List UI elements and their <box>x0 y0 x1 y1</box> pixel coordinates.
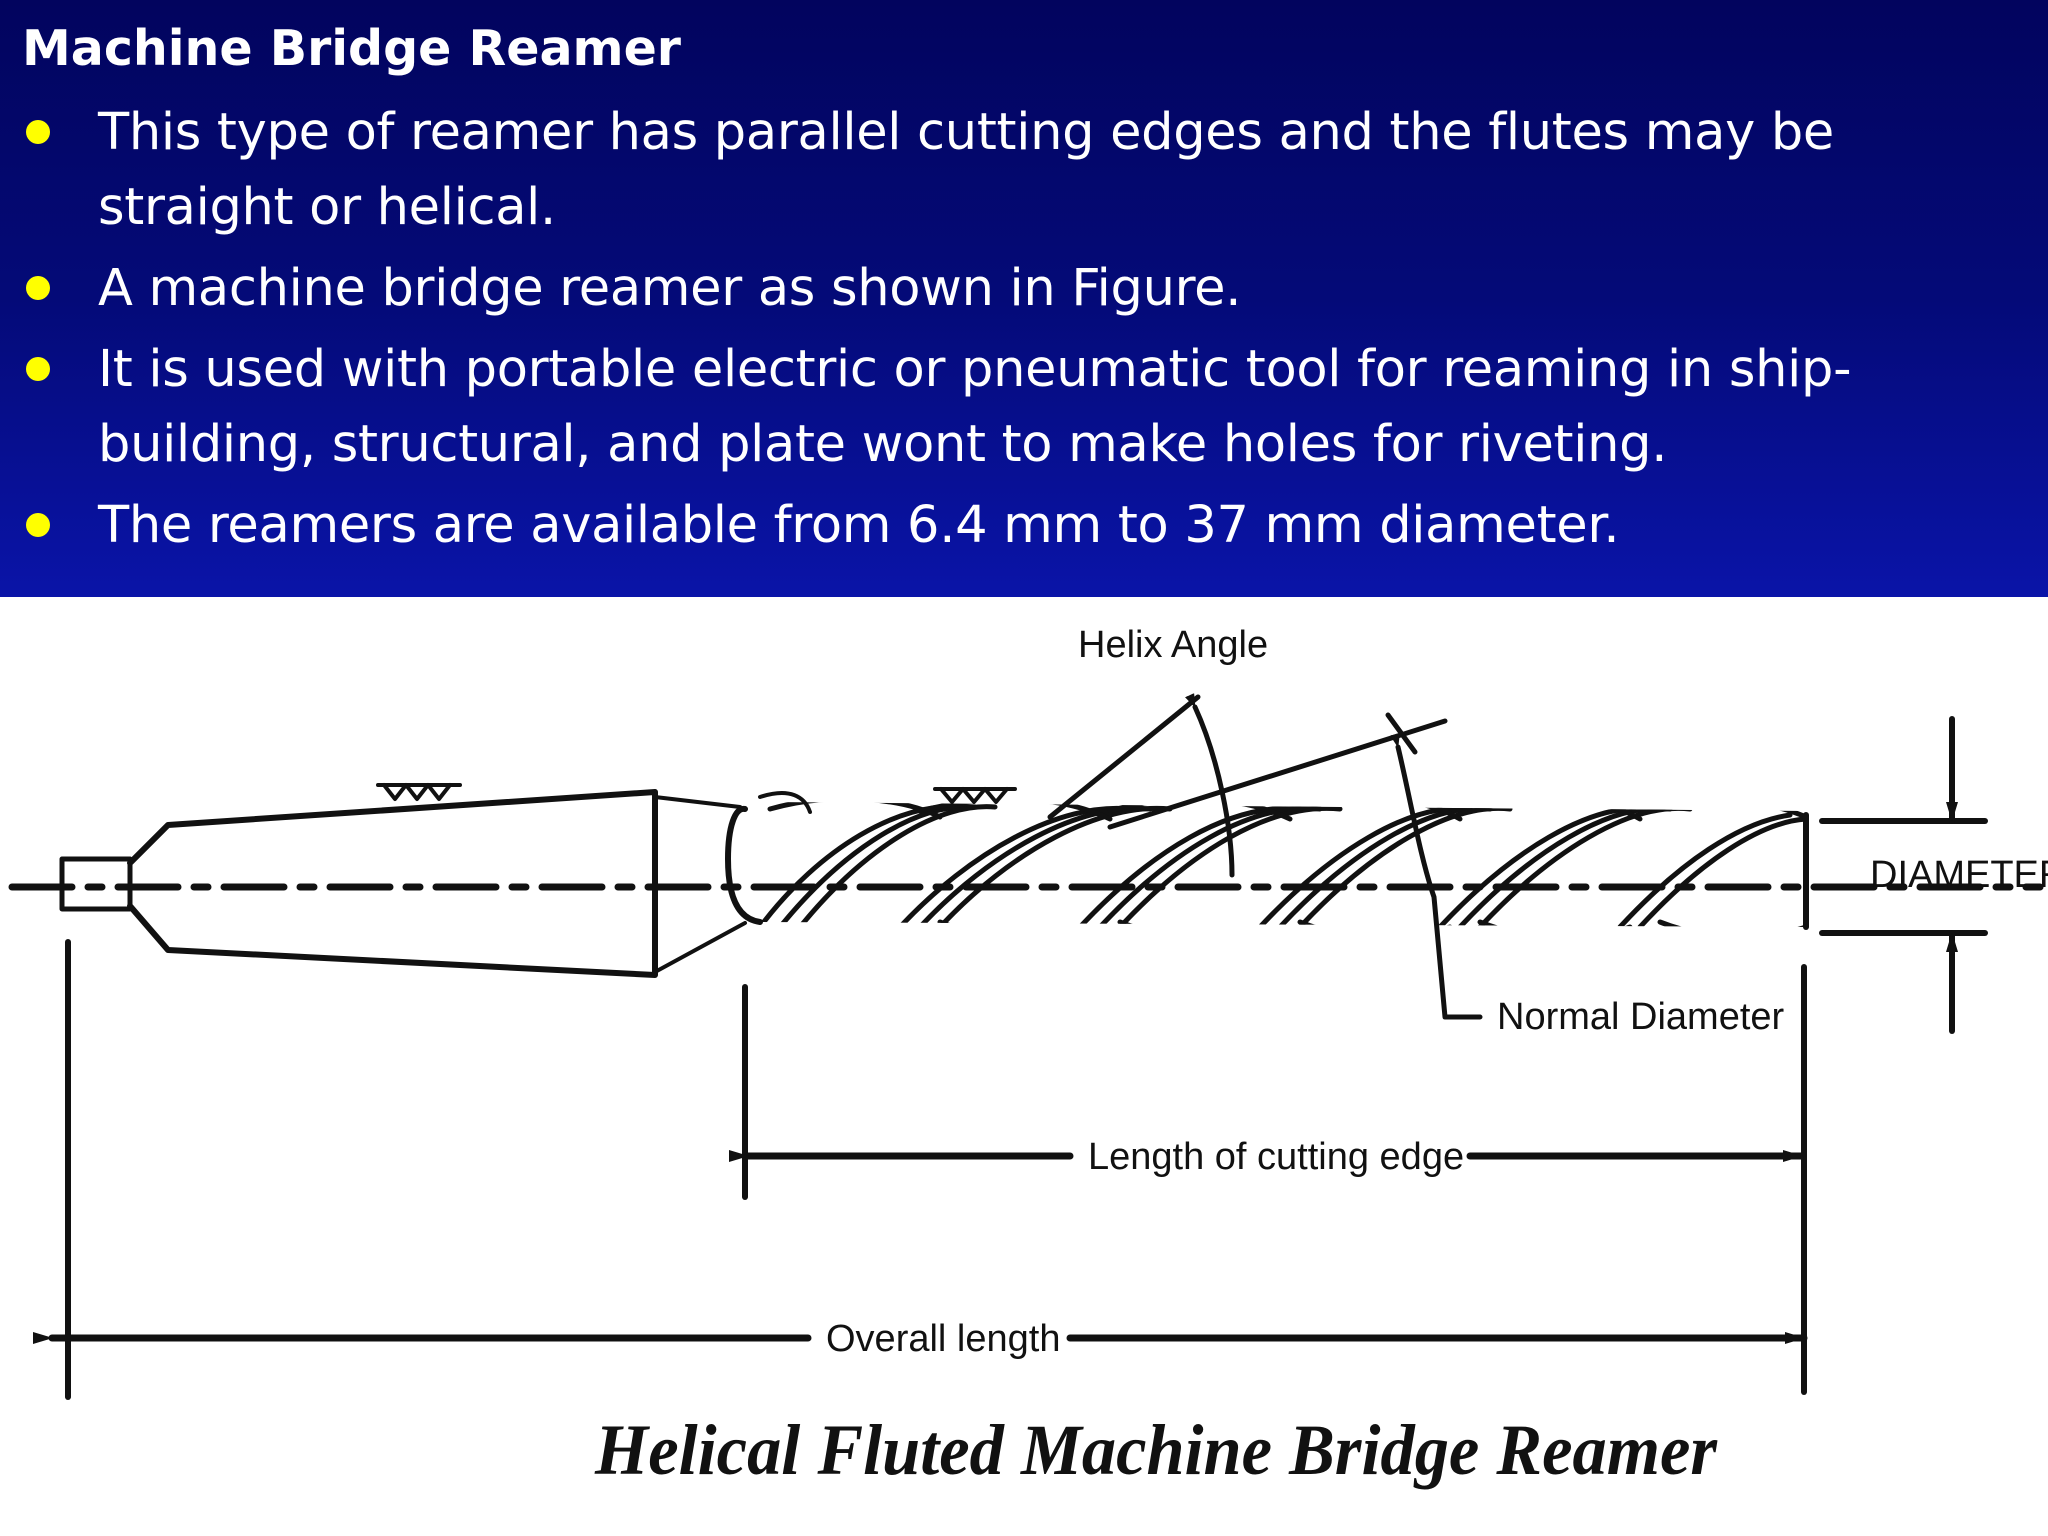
normal-diameter-label: Normal Diameter <box>1497 996 1785 1038</box>
helix-line <box>1107 718 1448 830</box>
bullet-text: It is used with portable electric or pne… <box>98 340 1852 474</box>
bullet-dot-icon <box>26 120 50 144</box>
normal-diameter-leader <box>1390 733 1483 1020</box>
bullet-list: This type of reamer has parallel cutting… <box>0 95 2040 569</box>
body-teeth <box>933 787 1017 804</box>
helix-angle-arc <box>1185 693 1235 878</box>
body-start <box>725 806 763 925</box>
helix-leader <box>1047 694 1201 820</box>
bullet-dot-icon <box>26 357 50 381</box>
bullet-item: The reamers are available from 6.4 mm to… <box>0 488 2040 563</box>
bullet-text: This type of reamer has parallel cutting… <box>98 103 1835 237</box>
reamer-outline <box>8 693 2044 1400</box>
helical-flutes <box>757 802 1806 927</box>
bullet-text: A machine bridge reamer as shown in Figu… <box>98 259 1242 318</box>
helix-tick <box>1385 712 1418 755</box>
reamer-drawing: Helix Angle DIAMETER Normal Diameter Len… <box>8 624 2048 1490</box>
reamer-figure: Helix Angle DIAMETER Normal Diameter Len… <box>0 597 2048 1536</box>
neck <box>653 795 747 974</box>
bullet-dot-icon <box>26 513 50 537</box>
helix-angle-label: Helix Angle <box>1078 624 1268 666</box>
slide-title: Machine Bridge Reamer <box>22 20 681 77</box>
figure-caption: Helical Fluted Machine Bridge Reamer <box>594 1410 1718 1490</box>
bullet-text: The reamers are available from 6.4 mm to… <box>98 496 1620 555</box>
body-collar <box>758 791 812 814</box>
bullet-dot-icon <box>26 276 50 300</box>
bullet-item: A machine bridge reamer as shown in Figu… <box>0 251 2040 326</box>
diameter-label: DIAMETER <box>1870 854 2048 896</box>
bullet-item: This type of reamer has parallel cutting… <box>0 95 2040 245</box>
shank-teeth <box>376 783 462 801</box>
cutting-edge-label: Length of cutting edge <box>1088 1136 1464 1178</box>
bullet-item: It is used with portable electric or pne… <box>0 332 2040 482</box>
header-band: Machine Bridge Reamer This type of reame… <box>0 0 2048 597</box>
overall-length-label: Overall length <box>826 1318 1060 1360</box>
